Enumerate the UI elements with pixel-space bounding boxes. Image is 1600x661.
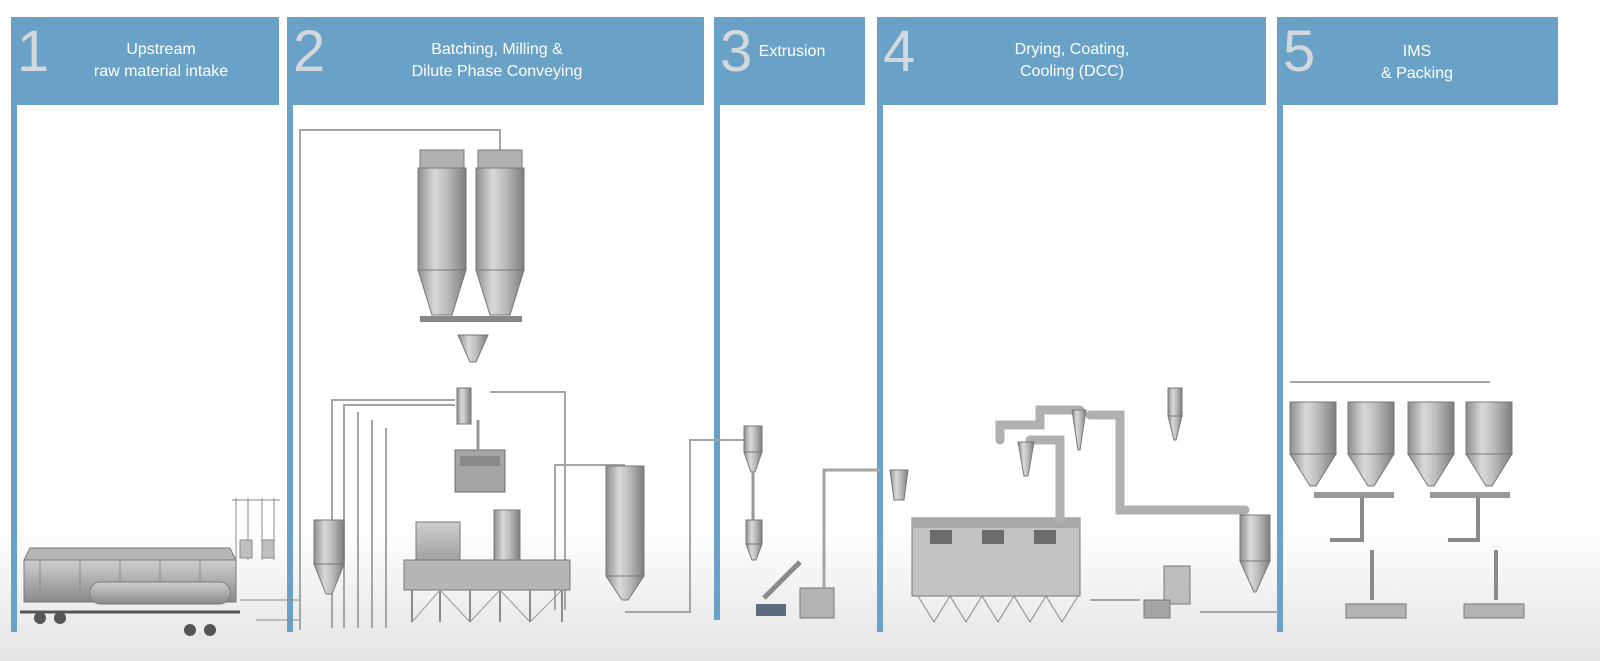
- stage-2-divider: [287, 17, 293, 632]
- stage-3-title: Extrusion: [758, 43, 826, 60]
- stage-1-header: 1 Upstream raw material intake: [11, 17, 279, 105]
- stage-2-number: 2: [293, 19, 326, 84]
- dcc-ducting: [995, 405, 1250, 525]
- stage-5-divider: [1277, 17, 1283, 632]
- filter-receiver: [313, 465, 645, 601]
- stage-3-header: 3 Extrusion: [714, 17, 865, 105]
- stage-4-number: 4: [883, 19, 916, 84]
- stage-1-number: 1: [17, 19, 50, 84]
- stage-4-divider: [877, 17, 883, 632]
- mill-unit: [454, 420, 506, 493]
- stage-5-number: 5: [1283, 19, 1316, 84]
- stage-2-title: Batching, Milling & Dilute Phase Conveyi…: [411, 41, 583, 80]
- stage-4-header: 4 Drying, Coating, Cooling (DCC): [877, 17, 1266, 105]
- intake-units: [232, 498, 301, 621]
- rail-hopper-car: [20, 547, 240, 636]
- stage-2-header: 2 Batching, Milling & Dilute Phase Conve…: [287, 17, 704, 105]
- stage-1-title: Upstream raw material intake: [93, 41, 229, 80]
- mixer-skid: [403, 509, 571, 623]
- stage-3-number: 3: [720, 19, 753, 84]
- cyclones: [1017, 387, 1271, 593]
- coater-unit: [1090, 565, 1278, 619]
- dryer-unit: [889, 469, 1081, 623]
- stage-5-title: IMS & Packing: [1380, 43, 1454, 82]
- stage-4-title: Drying, Coating, Cooling (DCC): [1014, 41, 1130, 80]
- twin-silos: [417, 149, 525, 425]
- stage-5-header: 5 IMS & Packing: [1277, 17, 1558, 105]
- stage-3-divider: [714, 17, 720, 620]
- extrusion-unit: [743, 425, 880, 619]
- packing-silos: [1289, 381, 1525, 619]
- stage-1-divider: [11, 17, 17, 632]
